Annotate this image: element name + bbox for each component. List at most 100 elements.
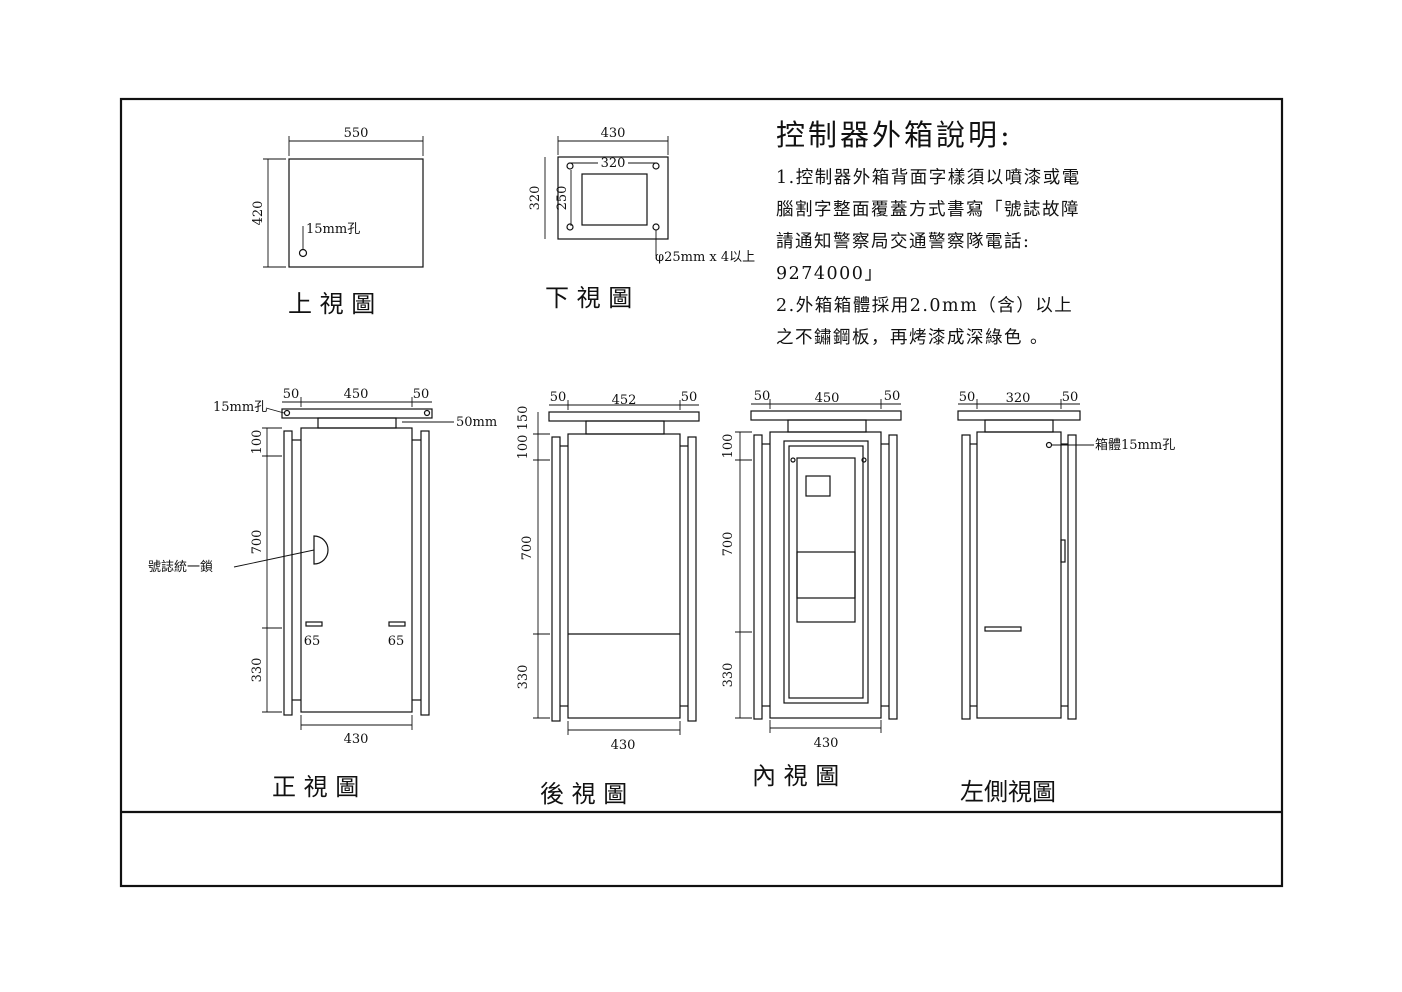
front-lock-label: 號誌統一鎖 bbox=[148, 559, 213, 575]
front-roof-bracket bbox=[317, 417, 397, 429]
left-view: 50 320 50 箱體15mm孔 左側視圖 bbox=[957, 390, 1175, 806]
rear-view: 50 452 50 150 100 700 330 430 後 視 圖 bbox=[516, 390, 700, 808]
top-view-hole-label: 15mm孔 bbox=[306, 222, 360, 237]
front-left-handle bbox=[305, 621, 323, 627]
left-shelf bbox=[984, 626, 1022, 632]
notes-panel: 控制器外箱說明: 1.控制器外箱背面字樣須以噴漆或電 腦割字整面覆蓋方式書寫「號… bbox=[776, 112, 1156, 354]
left-latch bbox=[1060, 539, 1066, 563]
notes-line-4: 9274000」 bbox=[776, 264, 884, 284]
inner-h-mid: 700 bbox=[721, 532, 736, 557]
rear-right-post bbox=[687, 436, 697, 722]
frame-border bbox=[119, 97, 1284, 888]
notes-title: 控制器外箱說明: bbox=[776, 118, 1013, 152]
front-body bbox=[300, 427, 413, 713]
front-top-right: 50 bbox=[413, 387, 430, 402]
inner-right-post bbox=[888, 434, 898, 720]
inner-roof-bracket bbox=[787, 419, 867, 433]
top-view-outline bbox=[288, 158, 424, 268]
bottom-view-hole-3 bbox=[566, 223, 574, 231]
top-view-title: 上 視 圖 bbox=[288, 290, 375, 318]
front-left-post bbox=[283, 430, 293, 716]
rear-h-bot: 330 bbox=[516, 665, 531, 690]
front-roof bbox=[281, 408, 433, 419]
left-front-post bbox=[961, 434, 971, 720]
inner-top-left: 50 bbox=[754, 389, 771, 404]
inner-h-bot: 330 bbox=[721, 663, 736, 688]
left-roof bbox=[957, 410, 1081, 421]
rear-roof-bracket bbox=[585, 420, 665, 435]
inner-panel bbox=[796, 457, 856, 623]
inner-h-top: 100 bbox=[721, 434, 736, 459]
left-top-left: 50 bbox=[959, 390, 976, 405]
notes-line-6: 之不鏽鋼板，再烤漆成深綠色 。 bbox=[776, 328, 1050, 348]
inner-body bbox=[769, 431, 882, 719]
inner-view: 50 450 50 100 700 330 430 內 視 圖 bbox=[721, 389, 902, 790]
inner-width: 430 bbox=[814, 736, 839, 751]
front-roof-gap: 50mm bbox=[456, 415, 497, 430]
inner-top-right: 50 bbox=[884, 389, 901, 404]
left-roof-bracket bbox=[984, 419, 1054, 433]
notes-line-3: 請通知警察局交通警察隊電話: bbox=[776, 232, 1031, 252]
front-right-handle bbox=[388, 621, 406, 627]
inner-module bbox=[796, 551, 856, 599]
front-width: 430 bbox=[344, 732, 369, 747]
left-title: 左側視圖 bbox=[960, 778, 1056, 806]
rear-top-mid: 452 bbox=[612, 393, 637, 408]
front-left-65: 65 bbox=[304, 634, 321, 649]
left-top-mid: 320 bbox=[1006, 391, 1031, 406]
left-rear-post bbox=[1067, 434, 1077, 720]
front-title: 正 視 圖 bbox=[272, 773, 359, 801]
bottom-view-outline bbox=[557, 156, 669, 240]
inner-top-mid: 450 bbox=[815, 391, 840, 406]
front-hole-label: 15mm孔 bbox=[213, 400, 267, 415]
top-view-depth: 420 bbox=[251, 201, 266, 226]
inner-door-inner bbox=[788, 445, 864, 699]
top-view: 550 420 15mm孔 上 視 圖 bbox=[251, 126, 424, 318]
bottom-view-holes-label: φ25mm x 4以上 bbox=[655, 250, 755, 265]
front-right-post bbox=[420, 430, 430, 716]
rear-h-mid: 700 bbox=[520, 536, 535, 561]
inner-door-frame bbox=[783, 440, 869, 704]
front-view: 50 450 50 15mm孔 50mm 100 700 330 號誌統一鎖 6… bbox=[148, 387, 497, 801]
front-h-bot: 330 bbox=[250, 658, 265, 683]
bottom-view-hole-1 bbox=[566, 162, 574, 170]
notes-line-5: 2.外箱箱體採用2.0mm（含）以上 bbox=[776, 296, 1074, 316]
inner-window bbox=[805, 475, 831, 497]
front-right-65: 65 bbox=[388, 634, 405, 649]
bottom-view-width: 430 bbox=[601, 126, 626, 141]
left-body bbox=[976, 431, 1062, 719]
bottom-view-inner-depth: 250 bbox=[555, 186, 570, 211]
bottom-view: 430 320 320 250 φ25mm x 4以上 下 視 圖 bbox=[528, 126, 755, 312]
rear-h-top: 100 bbox=[516, 435, 531, 460]
rear-body bbox=[567, 433, 681, 719]
front-top-mid: 450 bbox=[344, 387, 369, 402]
inner-left-post bbox=[753, 434, 763, 720]
front-top-left: 50 bbox=[283, 387, 300, 402]
top-view-hole bbox=[298, 248, 308, 258]
rear-width: 430 bbox=[611, 738, 636, 753]
notes-line-2: 腦割字整面覆蓋方式書寫「號誌故障 bbox=[776, 200, 1080, 220]
bottom-view-hole-2 bbox=[652, 162, 660, 170]
bottom-view-title: 下 視 圖 bbox=[545, 284, 632, 312]
inner-title: 內 視 圖 bbox=[752, 762, 839, 790]
rear-roof bbox=[548, 411, 700, 422]
bottom-view-hole-4 bbox=[652, 223, 660, 231]
inner-roof bbox=[750, 410, 902, 421]
left-hole bbox=[1045, 441, 1053, 449]
notes-line-1: 1.控制器外箱背面字樣須以噴漆或電 bbox=[776, 168, 1081, 188]
top-view-width: 550 bbox=[344, 126, 369, 141]
front-lock bbox=[313, 535, 329, 565]
rear-top-right: 50 bbox=[681, 390, 698, 405]
left-top-right: 50 bbox=[1062, 390, 1079, 405]
rear-title: 後 視 圖 bbox=[540, 780, 627, 808]
bottom-view-inner-width: 320 bbox=[601, 156, 626, 171]
rear-top-left: 50 bbox=[550, 390, 567, 405]
rear-h-150: 150 bbox=[516, 406, 531, 431]
bottom-view-depth: 320 bbox=[528, 186, 543, 211]
front-h-mid: 700 bbox=[250, 530, 265, 555]
front-h-top: 100 bbox=[250, 430, 265, 455]
bottom-view-opening bbox=[581, 173, 648, 226]
rear-left-post bbox=[551, 436, 561, 722]
left-hole-label: 箱體15mm孔 bbox=[1095, 437, 1175, 453]
